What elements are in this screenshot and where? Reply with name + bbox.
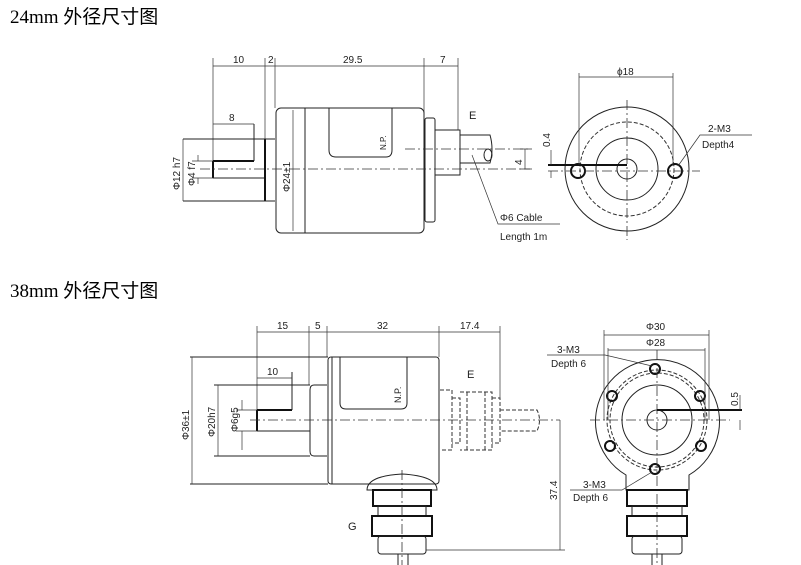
connector-e-label: E bbox=[467, 369, 474, 381]
holes-depth-4: Depth4 bbox=[702, 140, 735, 151]
dim-0-5: 0.5 bbox=[730, 392, 741, 406]
dim-phi28: Φ28 bbox=[646, 338, 666, 349]
section-title-38mm: 38mm 外径尺寸图 bbox=[10, 281, 159, 302]
nameplate-label: N.P. bbox=[393, 387, 403, 403]
dim-offset-4: 4 bbox=[514, 159, 525, 165]
dim-shaft-8: 8 bbox=[229, 113, 235, 124]
dim-shaft-10: 10 bbox=[267, 367, 279, 378]
nameplate-label: N.P. bbox=[379, 135, 388, 150]
dim-10: 10 bbox=[233, 55, 245, 66]
connector-e-label: E bbox=[469, 110, 476, 122]
holes-top-3-m3: 3-M3 bbox=[557, 345, 580, 356]
cable-length: Length 1m bbox=[500, 232, 547, 243]
dim-phi18: ϕ18 bbox=[617, 67, 634, 78]
holes-top-depth: Depth 6 bbox=[551, 359, 586, 370]
side-view-24mm: 10 2 29.5 7 N.P. 8 Φ12 h7 Φ4 f7 Φ24±1 4 … bbox=[172, 55, 560, 243]
holes-bottom-3-m3: 3-M3 bbox=[583, 480, 606, 491]
dim-phi6: Φ6g5 bbox=[230, 407, 241, 432]
mount-holes bbox=[604, 363, 707, 475]
dim-phi24: Φ24±1 bbox=[282, 161, 293, 192]
dim-phi20: Φ20h7 bbox=[207, 406, 218, 437]
dim-15: 15 bbox=[277, 321, 289, 332]
dim-17-4: 17.4 bbox=[460, 321, 480, 332]
dim-37-4: 37.4 bbox=[549, 480, 560, 500]
dim-7: 7 bbox=[440, 55, 446, 66]
holes-bottom-depth: Depth 6 bbox=[573, 493, 608, 504]
nameplate-window bbox=[339, 357, 408, 410]
dim-32: 32 bbox=[377, 321, 389, 332]
dim-2: 2 bbox=[268, 55, 274, 66]
side-view-38mm: 15 5 32 17.4 N.P. 10 Φ36±1 Φ20h7 Φ6g5 E … bbox=[181, 321, 565, 565]
connector-g-label: G bbox=[348, 521, 357, 533]
encoder-body bbox=[275, 107, 425, 234]
cable-spec: Φ6 Cable bbox=[500, 213, 543, 224]
dim-phi4: Φ4 f7 bbox=[187, 161, 198, 186]
dim-0-4: 0.4 bbox=[542, 133, 553, 147]
front-view-24mm: ϕ18 0.4 2-M3 Depth4 bbox=[542, 67, 752, 240]
dim-phi30: Φ30 bbox=[646, 322, 666, 333]
encoder-body bbox=[327, 356, 440, 485]
dim-phi12: Φ12 h7 bbox=[172, 157, 183, 190]
dim-29-5: 29.5 bbox=[343, 55, 363, 66]
nameplate-window bbox=[328, 108, 393, 158]
holes-2-m3: 2-M3 bbox=[708, 124, 731, 135]
section-title-24mm: 24mm 外径尺寸图 bbox=[10, 7, 159, 28]
dim-phi36: Φ36±1 bbox=[181, 409, 192, 440]
cable-section-icon bbox=[483, 148, 493, 162]
front-view-38mm: Φ30 Φ28 0.5 3-M3 Depth 6 3-M3 Depth 6 bbox=[547, 322, 742, 565]
dim-5: 5 bbox=[315, 321, 321, 332]
